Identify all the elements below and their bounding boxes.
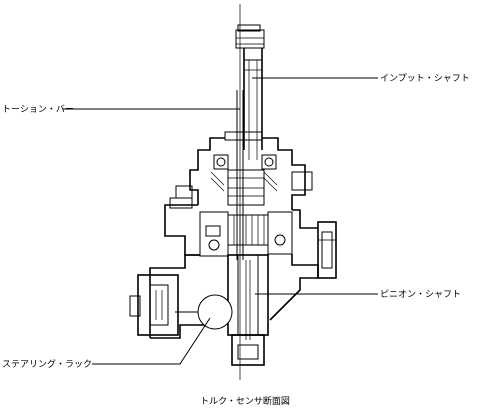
upper-housing xyxy=(169,131,313,210)
input-shaft xyxy=(235,24,265,160)
lower-housing xyxy=(149,254,319,366)
steering-rack xyxy=(129,274,233,336)
middle-housing xyxy=(164,204,337,279)
label-steering-rack: ステアリング・ラック xyxy=(2,358,92,370)
label-pinion-shaft: ピニオン・シャフト xyxy=(380,289,461,300)
label-torsion-bar: トーション・バー xyxy=(2,104,74,115)
leader-line-steering-rack xyxy=(92,317,211,365)
figure-caption: トルク・センサ断面図 xyxy=(200,395,290,407)
label-input-shaft: インプット・シャフト xyxy=(380,73,470,84)
torsion-bar xyxy=(236,90,244,260)
